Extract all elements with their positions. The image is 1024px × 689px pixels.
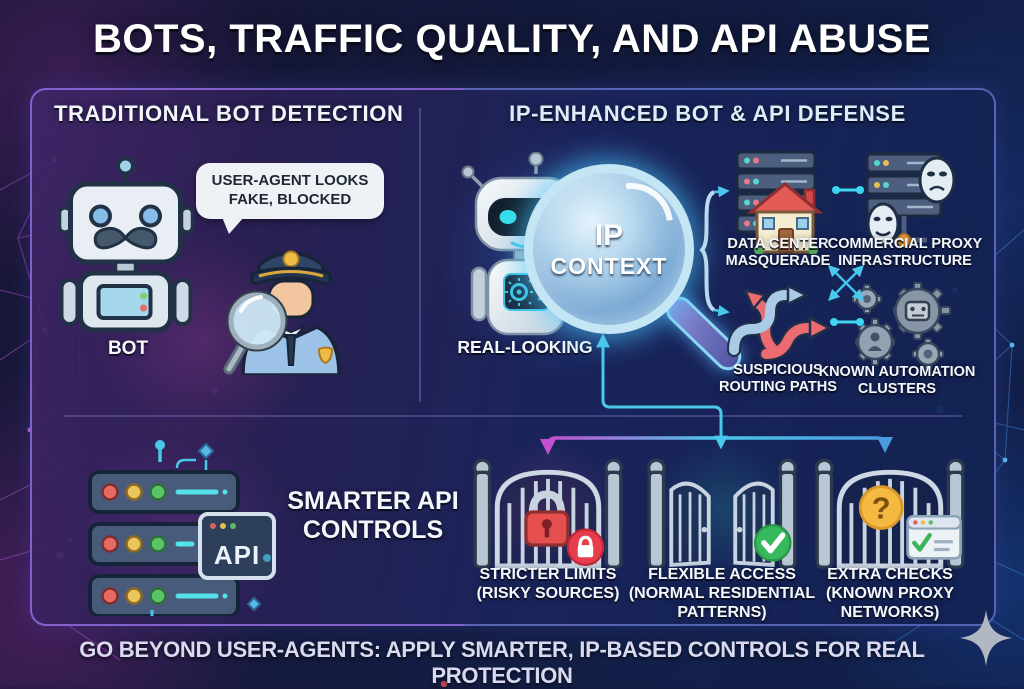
ip-context-magnifier-icon: IP CONTEXT <box>524 164 694 334</box>
traditional-panel-header: TRADITIONAL BOT DETECTION <box>54 101 404 126</box>
gate-label-flexible-access: FLEXIBLE ACCESS (NORMAL RESIDENTIAL PATT… <box>628 566 816 621</box>
gate-label-stricter-limits: STRICTER LIMITS (RISKY SOURCES) <box>476 566 620 602</box>
four-point-star-icon <box>959 609 1013 667</box>
speech-bubble: USER-AGENT LOOKS FAKE, BLOCKED <box>196 163 384 233</box>
page-title: BOTS, TRAFFIC QUALITY, AND API ABUSE <box>93 17 931 61</box>
checklist-card-icon <box>906 515 962 560</box>
server-masks-icon <box>865 152 956 247</box>
locked-gate-icon <box>473 458 623 570</box>
signal-label-suspicious-routing: SUSPICIOUS ROUTING PATHS <box>719 362 837 396</box>
ip-enhanced-panel-header: IP-ENHANCED BOT & API DEFENSE <box>509 101 906 126</box>
theater-mask-icon <box>918 156 956 204</box>
padlock-icon <box>524 490 570 547</box>
api-badge-text: API <box>214 540 260 570</box>
gear-cluster-icon <box>852 282 951 370</box>
panel-vertical-divider <box>419 108 421 402</box>
house-icon <box>746 182 824 254</box>
signal-label-automation-clusters: KNOWN AUTOMATION CLUSTERS <box>818 364 976 398</box>
api-window-badge: API <box>198 512 276 580</box>
ip-context-line2: CONTEXT <box>550 252 668 279</box>
footer-tagline: GO BEYOND USER-AGENTS: APPLY SMARTER, IP… <box>79 637 925 688</box>
ip-context-line1: IP <box>594 218 624 252</box>
robot-face-gear-icon <box>893 282 951 340</box>
red-lock-badge <box>566 528 605 567</box>
signal-label-commercial-proxy: COMMERCIAL PROXY INFRASTRUCTURE <box>827 236 983 270</box>
green-check-badge <box>753 524 792 562</box>
api-server-stack-icon: API <box>88 440 276 616</box>
theater-mask-icon <box>866 202 900 246</box>
magnifying-glass-icon <box>223 290 288 375</box>
open-gate-icon <box>647 458 797 569</box>
gear-icon <box>852 284 882 314</box>
question-glyph: ? <box>872 491 891 526</box>
bot-label: BOT <box>107 338 149 359</box>
police-officer-magnifier-icon <box>223 250 341 375</box>
gear-icon <box>912 338 944 370</box>
question-gate-icon: ? <box>815 458 965 570</box>
server-house-icon <box>735 150 824 254</box>
person-gear-icon <box>855 318 895 366</box>
orange-question-badge: ? <box>858 485 904 530</box>
signal-label-data-center-masquerade: DATA CENTER MASQUERADE <box>725 236 831 270</box>
gate-label-extra-checks: EXTRA CHECKS (KNOWN PROXY NETWORKS) <box>826 566 954 621</box>
crossing-arrows-icon <box>727 283 832 361</box>
mustache-bot-icon <box>58 156 194 333</box>
real-looking-label: REAL-LOOKING <box>457 337 593 357</box>
panel-horizontal-divider <box>64 415 962 417</box>
smarter-api-controls-heading: SMARTER API CONTROLS <box>287 487 459 544</box>
